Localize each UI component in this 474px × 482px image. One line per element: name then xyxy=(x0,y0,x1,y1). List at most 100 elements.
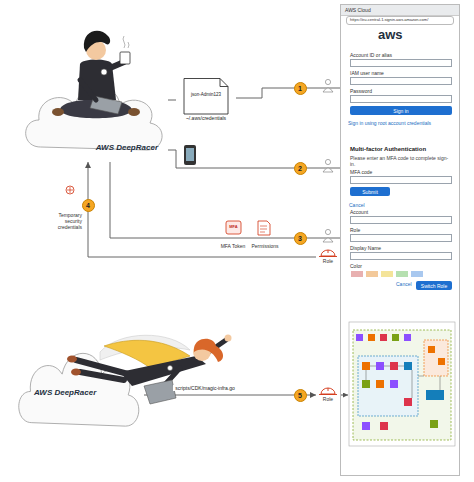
illustration-part xyxy=(325,229,330,234)
submit-button: Submit xyxy=(350,187,390,196)
cancel-link: Cancel xyxy=(349,202,379,208)
illustration-part xyxy=(428,346,435,353)
node-text: IAM user name xyxy=(350,70,452,85)
file-corner xyxy=(220,79,228,87)
illustration-part xyxy=(184,145,196,165)
illustration-part xyxy=(362,422,370,430)
node-text: Account ID or alias xyxy=(350,52,452,67)
node-text: Please enter an MFA code to complete sig… xyxy=(350,155,452,167)
phone-icon xyxy=(184,145,196,165)
illustration-part xyxy=(76,360,128,380)
illustration-part xyxy=(80,80,96,100)
switch-role-form: AccountRoleDisplay NameColorSwitch Role xyxy=(347,206,455,293)
permissions-icon xyxy=(258,221,270,235)
illustration-part xyxy=(362,362,370,370)
illustration-part xyxy=(71,369,81,376)
illustration-part xyxy=(67,187,73,193)
illustration-part xyxy=(404,334,411,341)
illustration-part xyxy=(438,358,445,365)
node-text: AWS Cloud xyxy=(341,5,459,16)
connector xyxy=(236,88,347,98)
callout-number: 4 xyxy=(82,199,95,212)
role-icon: Role xyxy=(316,246,340,268)
hardhat-brim xyxy=(319,250,337,257)
node-text: Color xyxy=(350,263,452,278)
illustration-part xyxy=(258,221,270,235)
illustration-part xyxy=(67,356,77,363)
illustration-part xyxy=(368,334,375,341)
illustration-part xyxy=(128,108,140,116)
node-text: MFA Token xyxy=(220,243,246,249)
illustration-part xyxy=(353,330,451,440)
illustration-part xyxy=(358,356,418,416)
edge-label: scripts/CDK/magic-infra.go xyxy=(173,385,236,391)
illustration-part xyxy=(323,238,333,242)
mfa-token-icon xyxy=(226,221,241,234)
illustration-part xyxy=(349,322,455,446)
illustration-part xyxy=(325,79,330,84)
illustration-part xyxy=(376,380,384,388)
callout-number: 1 xyxy=(294,82,307,95)
illustration-part xyxy=(225,335,232,342)
node-text: Display Name xyxy=(350,245,452,260)
developer-figure xyxy=(52,31,140,119)
temporary-credentials-note: Temporary security credentials xyxy=(42,212,82,230)
illustration-part xyxy=(404,398,412,406)
illustration-part xyxy=(362,380,370,388)
illustration-part xyxy=(426,390,444,400)
illustration-part xyxy=(380,422,388,430)
node-text: Role xyxy=(350,227,452,242)
role-shape xyxy=(316,384,340,406)
illustration-part xyxy=(120,356,206,386)
mfa-form: Multi-factor AuthenticationPlease enter … xyxy=(347,143,455,200)
connector xyxy=(110,162,347,238)
url-bar: https://eu-central-1.signin.aws.amazon.c… xyxy=(346,16,454,25)
mfa-icon-label: MFA xyxy=(226,225,241,230)
file-outline xyxy=(184,79,228,115)
illustration-part xyxy=(101,69,107,75)
illustration-part xyxy=(430,420,438,428)
node-text: Switch Role xyxy=(418,283,450,289)
sign-in-form: Account ID or aliasIAM user namePassword… xyxy=(347,49,455,118)
user-icons xyxy=(323,79,333,242)
illustration-part xyxy=(52,108,64,116)
connector xyxy=(88,162,316,257)
node-text: AWS DeepRacer xyxy=(96,143,158,153)
illustration-part xyxy=(341,395,348,396)
illustration-part xyxy=(380,334,387,341)
illustration-part xyxy=(120,52,130,64)
role-icon: Role xyxy=(316,384,340,406)
superhero-figure xyxy=(67,335,232,405)
node-text: Password xyxy=(350,88,452,103)
sign-in-button: Sign in xyxy=(350,106,452,115)
illustration-part xyxy=(366,366,440,398)
architecture-thumbnail xyxy=(349,322,455,446)
illustration-part xyxy=(390,362,398,370)
callout-number: 2 xyxy=(294,162,307,175)
node-text: ~/.aws/credentials xyxy=(176,115,236,121)
cloud-outline xyxy=(19,353,139,426)
node-text: Account xyxy=(350,209,452,224)
node-text: Submit xyxy=(352,189,388,195)
illustration-part xyxy=(323,168,333,172)
root-sign-in-link: Sign in using root account credentials xyxy=(348,120,454,126)
illustration-part xyxy=(226,221,241,234)
illustration-part xyxy=(84,31,110,52)
hardhat-brim xyxy=(319,388,337,395)
node-text: AWS DeepRacer xyxy=(34,388,96,398)
illustration-part xyxy=(186,148,194,161)
illustration-part xyxy=(260,226,267,232)
illustration-part xyxy=(168,366,173,371)
node-text: Multi-factor Authentication xyxy=(350,146,452,153)
illustration-part xyxy=(404,362,412,370)
illustration-part xyxy=(390,380,398,388)
illustration-part xyxy=(144,380,176,404)
role-shape xyxy=(316,246,340,268)
illustration-part xyxy=(376,362,384,370)
cancel-link: Cancel xyxy=(396,281,418,287)
node-text: Sign in xyxy=(352,108,450,114)
switch-role-button: Switch Role xyxy=(416,281,452,290)
illustration-part xyxy=(66,186,74,194)
illustration-part xyxy=(325,159,330,164)
